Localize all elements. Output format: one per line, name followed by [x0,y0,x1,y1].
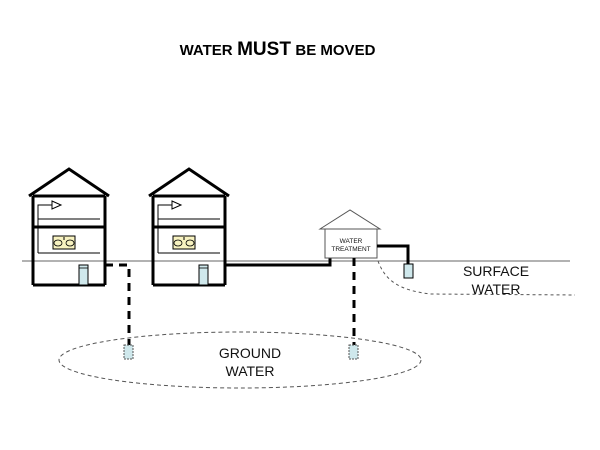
pipe-treatment-to-intake [377,244,410,264]
faucet-icon [37,200,100,253]
sink-icon [52,235,76,250]
house-icon [28,167,110,287]
sink-icon [172,235,196,250]
ground-water-label: GROUND WATER [190,344,310,380]
surface-water-label-line2: WATER [471,281,521,297]
surface-water-label: SURFACE WATER [438,262,554,298]
water-treatment-label: WATER TREATMENT [325,238,377,254]
title-emphasis: MUST [237,39,291,60]
ground-water-label-line2: WATER [225,363,275,379]
treatment-building-icon [318,209,382,259]
faucet-icon [157,200,220,253]
title-suffix: BE MOVED [295,42,376,59]
well-icon [123,344,134,360]
water-tank-icon [78,264,89,286]
house-icon [148,167,230,287]
surface-water-label-line1: SURFACE [462,263,530,279]
pipe-house2-to-treatment [225,258,332,267]
surface-water-basin [377,260,576,296]
title-prefix: WATER [179,42,233,59]
water-treatment-label-line1: WATER [339,238,363,245]
pipe-house1-to-well [105,263,131,345]
water-tank-icon [198,264,209,286]
ground-water-label-line1: GROUND [218,345,282,361]
water-treatment-label-line2: TREATMENT [331,246,371,253]
diagram-title: WATER MUST BE MOVED [0,39,555,61]
well-icon [348,344,359,360]
ground-water-ellipse [58,331,422,389]
intake-icon [403,263,414,279]
